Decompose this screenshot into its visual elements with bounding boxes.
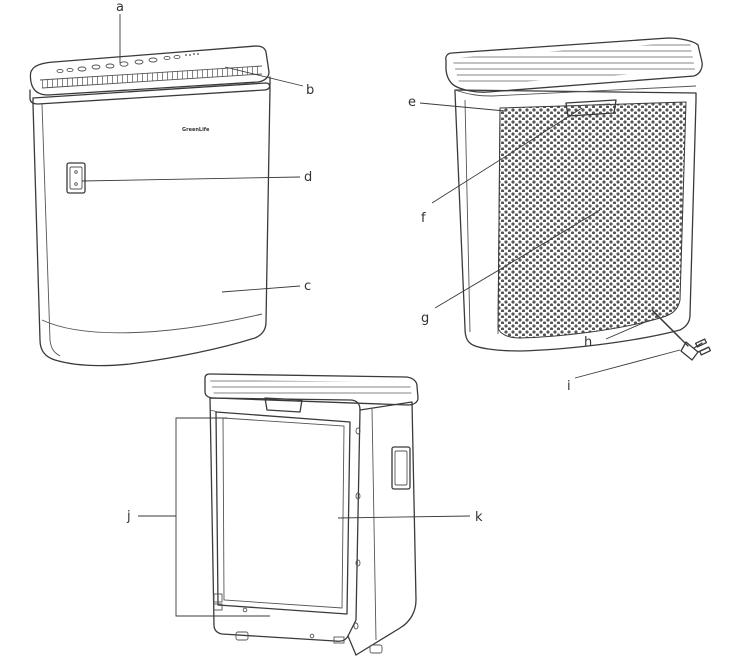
back-grille-panel [497,101,687,339]
filter-view [204,373,419,656]
callout-i: i [567,379,571,394]
filter-top-lid [204,373,419,406]
leader-lines [81,14,681,617]
callout-k: k [475,510,483,525]
callout-a: a [116,0,124,15]
callout-d: d [304,170,312,185]
callout-b: b [306,83,314,98]
callout-e: e [408,95,416,110]
callout-h: h [584,335,592,350]
back-grip-handle [565,99,617,117]
front-handle-recess [66,162,86,194]
front-top-lip [29,76,271,105]
front-view: GreenLife [29,45,271,367]
back-top-lid [445,37,703,93]
callout-f: f [421,211,426,226]
callout-j: j [126,509,131,524]
filter-frame [215,411,351,615]
control-buttons [56,53,199,74]
callout-labels: a b c d e f g h i j k [116,0,592,525]
power-plug [680,338,712,361]
back-view [445,37,712,361]
filter-side-handle [391,446,411,490]
filter-body-housing [209,397,361,642]
callout-g: g [421,311,429,326]
front-body-housing [32,82,271,367]
callout-c: c [304,279,311,294]
brand-logo: GreenLife [182,127,210,133]
filter-clips [213,427,361,644]
back-body-housing [454,89,697,352]
front-control-panel [29,45,270,96]
